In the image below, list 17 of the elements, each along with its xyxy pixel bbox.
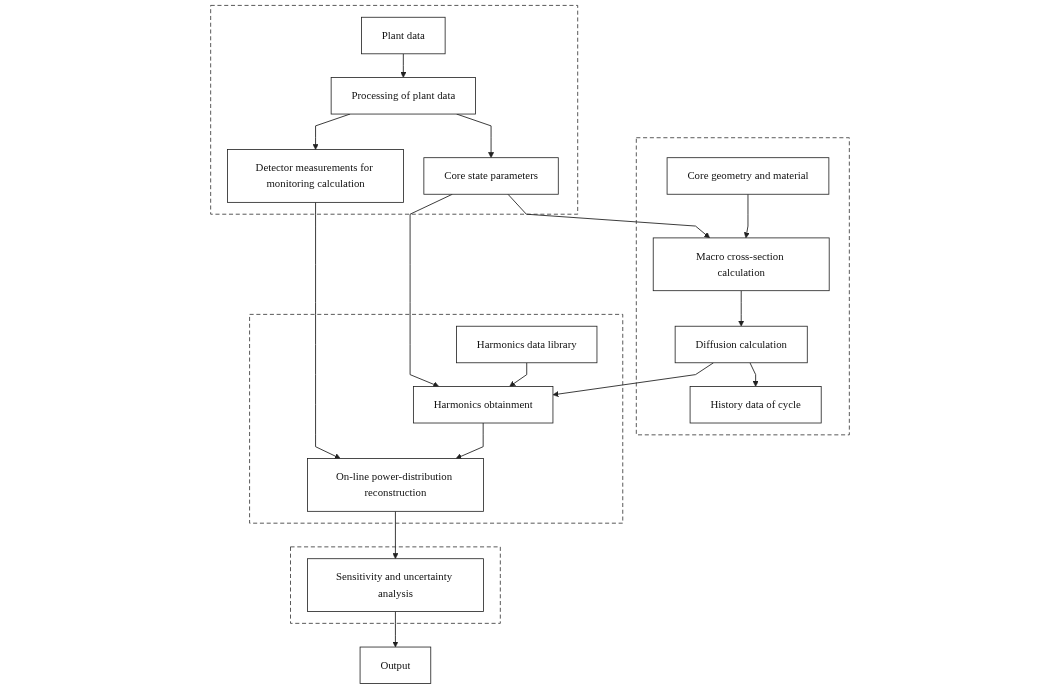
node-box: Sensitivity and uncertainty analysis <box>307 558 484 612</box>
node-box: Output <box>359 646 432 684</box>
node-box: Detector measurements for monitoring calculation <box>227 149 404 203</box>
cluster <box>249 313 624 524</box>
cluster <box>210 5 579 215</box>
node-box: Core state parameters <box>423 157 559 195</box>
node-box: Diffusion calculation <box>674 325 808 364</box>
node-box: Macro cross-section calculation <box>652 237 830 292</box>
node-box: On-line power-distribution reconstruction <box>307 458 484 512</box>
cluster <box>635 137 850 436</box>
node-box: History data of cycle <box>689 386 822 424</box>
node-box: Plant data <box>361 16 446 55</box>
cluster <box>290 546 501 624</box>
node-box: Harmonics data library <box>456 325 598 364</box>
node-box: Harmonics obtainment <box>413 386 554 424</box>
node-box: Processing of plant data <box>330 77 476 115</box>
node-box: Core geometry and material <box>666 157 830 195</box>
